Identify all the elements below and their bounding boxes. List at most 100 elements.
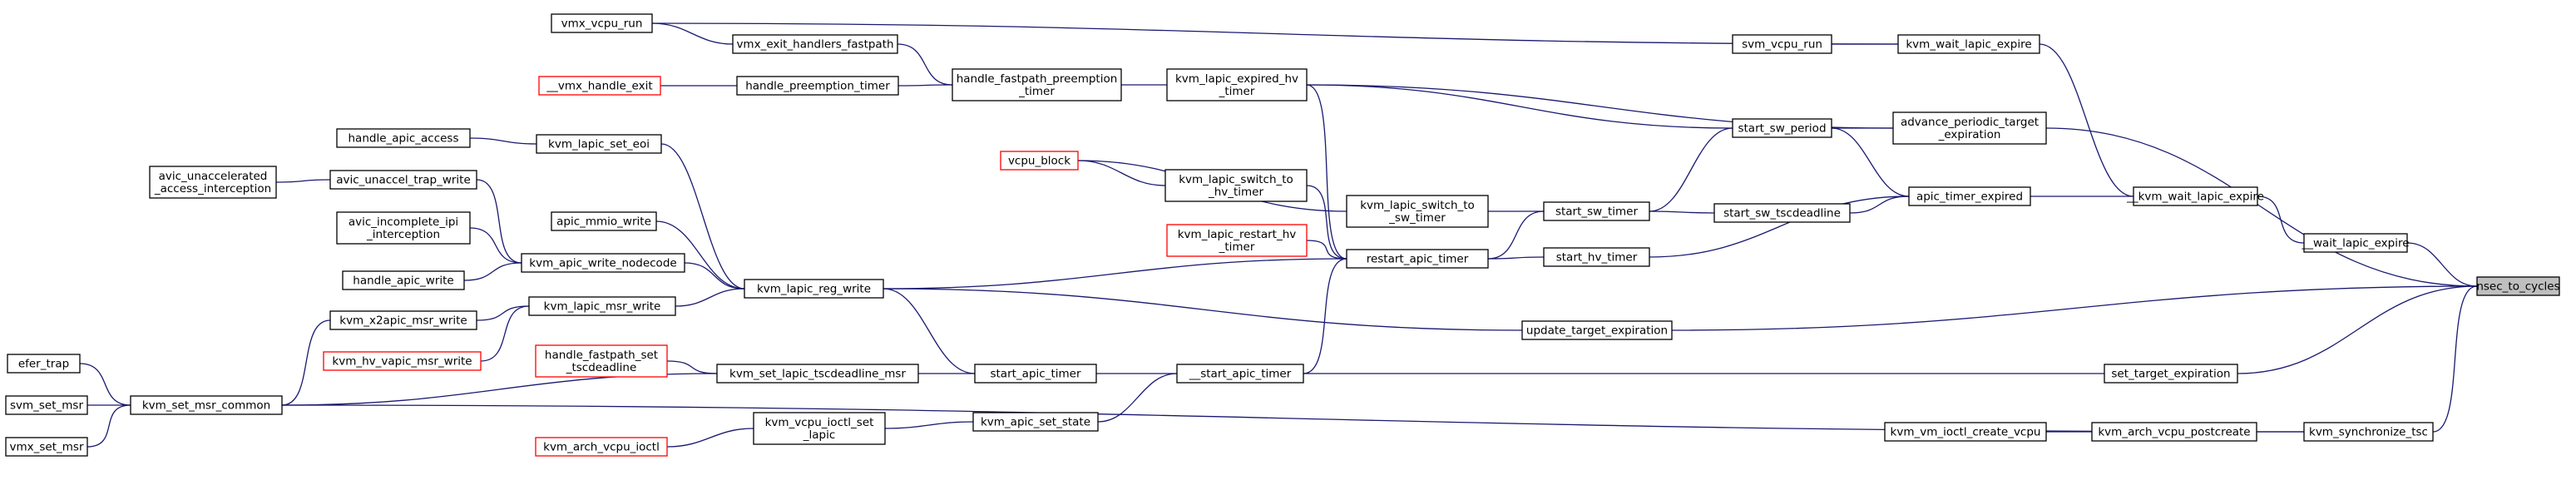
node-svm-vcpu-run[interactable]: svm_vcpu_run xyxy=(1732,34,1832,54)
node-label: _lapic xyxy=(803,428,836,442)
node-box xyxy=(716,364,919,384)
node-start-apic-timer[interactable]: start_apic_timer xyxy=(974,364,1097,384)
node-update-target-expiration[interactable]: update_target_expiration xyxy=(1521,320,1673,340)
node-vcpu-block[interactable]: vcpu_block xyxy=(1000,151,1079,171)
node-vmx-exit-handlers-fastpath[interactable]: vmx_exit_handlers_fastpath xyxy=(732,34,898,54)
node-label: start_sw_tscdeadline xyxy=(1723,207,1841,220)
node-avic-incomplete-ipi-interception[interactable]: avic_incomplete_ipi_interception xyxy=(336,211,471,245)
node-kvm-lapic-reg-write[interactable]: kvm_lapic_reg_write xyxy=(744,279,884,299)
node-kvm-lapic-set-eoi[interactable]: kvm_lapic_set_eoi xyxy=(536,134,662,154)
edge-restart-apic-timer-to-start-sw-timer xyxy=(1479,210,1545,263)
node-box xyxy=(753,412,886,445)
node-label: kvm_lapic_switch_to xyxy=(1360,199,1475,212)
node-box xyxy=(2104,364,2238,384)
node-label: avic_unaccelerated xyxy=(159,170,268,183)
node-kvm-x2apic-msr-write[interactable]: kvm_x2apic_msr_write xyxy=(329,310,477,330)
node-start-sw-timer[interactable]: start_sw_timer xyxy=(1543,201,1650,221)
node-advance-periodic-target-expiration[interactable]: advance_periodic_target_expiration xyxy=(1892,111,2047,145)
node-kvm-lapic-switch-to-sw-timer[interactable]: kvm_lapic_switch_to_sw_timer xyxy=(1346,195,1489,228)
node-set-target-expiration[interactable]: set_target_expiration xyxy=(2104,364,2238,384)
node-apic-timer-expired[interactable]: apic_timer_expired xyxy=(1908,186,2031,206)
node-label: kvm_wait_lapic_expire xyxy=(1906,38,2031,52)
edge-kvm-lapic-expired-hv-timer-to-start-sw-period xyxy=(1298,81,1733,129)
node-kvm-hv-vapic-msr-write[interactable]: kvm_hv_vapic_msr_write xyxy=(323,351,482,371)
edge-line xyxy=(651,22,1899,45)
edge-kvm-lapic-msr-write-to-kvm-lapic-reg-write xyxy=(666,288,745,310)
node-vmx-vcpu-run[interactable]: vmx_vcpu_run xyxy=(551,13,653,33)
node-kvm-wait-lapic-expire[interactable]: kvm_wait_lapic_expire xyxy=(1897,34,2040,54)
edge-line xyxy=(660,143,745,290)
edge-restart-apic-timer-to-start-hv-timer xyxy=(1479,255,1545,263)
node-handle-fastpath-set-tscdeadline[interactable]: handle_fastpath_set_tscdeadline xyxy=(535,344,668,378)
edge-line xyxy=(884,421,974,429)
node-label: _interception xyxy=(366,228,440,241)
node-kvm-lapic-restart-hv-timer[interactable]: kvm_lapic_restart_hv_timer xyxy=(1166,224,1308,257)
node-kvm-apic-set-state[interactable]: kvm_apic_set_state xyxy=(972,412,1099,432)
node-start-hv-timer[interactable]: start_hv_timer xyxy=(1543,247,1650,267)
node-handle-apic-write[interactable]: handle_apic_write xyxy=(342,270,465,290)
function-nodes: nsec_to_cycles__wait_lapic_expire__kvm_w… xyxy=(5,13,2560,457)
node-start-apic-timer[interactable]: __start_apic_timer xyxy=(1176,364,1304,384)
node-start-sw-tscdeadline[interactable]: start_sw_tscdeadline xyxy=(1713,203,1851,223)
node-box xyxy=(551,211,657,231)
edge-vcpu-block-to-kvm-lapic-switch-to-hv-timer xyxy=(1069,156,1166,186)
node-vmx-set-msr[interactable]: vmx_set_msr xyxy=(5,437,88,457)
edge-line xyxy=(883,288,1523,331)
edge-start-sw-timer-to-start-sw-period xyxy=(1640,127,1733,215)
node-label: avic_incomplete_ipi xyxy=(349,215,458,229)
node-label: handle_apic_write xyxy=(353,275,453,288)
node-box xyxy=(1908,186,2031,206)
node-handle-preemption-timer[interactable]: handle_preemption_timer xyxy=(736,76,899,96)
node-start-sw-period[interactable]: start_sw_period xyxy=(1732,118,1832,138)
node-kvm-arch-vcpu-ioctl[interactable]: kvm_arch_vcpu_ioctl xyxy=(535,437,668,457)
node-label: vmx_exit_handlers_fastpath xyxy=(736,38,893,52)
edge-start-sw-timer-to-start-sw-tscdeadline xyxy=(1640,207,1715,215)
node-label: kvm_lapic_msr_write xyxy=(544,300,661,314)
node-kvm-wait-lapic-expire[interactable]: __kvm_wait_lapic_expire xyxy=(2126,186,2264,206)
edge-line xyxy=(281,373,718,406)
node-label: handle_apic_access xyxy=(348,132,458,146)
node-box xyxy=(972,412,1099,432)
node-restart-apic-timer[interactable]: restart_apic_timer xyxy=(1346,249,1489,269)
node-box xyxy=(1164,169,1308,202)
node-label: kvm_apic_set_state xyxy=(981,416,1090,429)
node-kvm-lapic-expired-hv-timer[interactable]: kvm_lapic_expired_hv_timer xyxy=(1166,68,1308,101)
node-label: advance_periodic_target xyxy=(1901,116,2039,129)
node-box xyxy=(744,279,884,299)
node-kvm-vm-ioctl-create-vcpu[interactable]: kvm_vm_ioctl_create_vcpu xyxy=(1884,422,2047,442)
node-svm-set-msr[interactable]: svm_set_msr xyxy=(5,395,88,415)
node-box xyxy=(2091,422,2257,442)
edge-line xyxy=(1097,373,1178,423)
node-label: kvm_hv_vapic_msr_write xyxy=(332,355,472,369)
node-handle-fastpath-preemption-timer[interactable]: handle_fastpath_preemption_timer xyxy=(952,68,1122,101)
edge-kvm-set-msr-common-to-kvm-x2apic-msr-write xyxy=(273,319,331,409)
node-label: start_hv_timer xyxy=(1556,251,1638,265)
node-label: _expiration xyxy=(1938,128,2001,141)
node-apic-mmio-write[interactable]: apic_mmio_write xyxy=(551,211,657,231)
node-vmx-handle-exit[interactable]: __vmx_handle_exit xyxy=(538,76,661,96)
node-box xyxy=(1176,364,1304,384)
node-label: apic_mmio_write xyxy=(556,215,651,229)
edge-avic-unaccelerated-access-interception-to-avic-unaccel-trap-write xyxy=(267,178,331,186)
edge-line xyxy=(1306,240,1347,260)
node-kvm-apic-write-nodecode[interactable]: kvm_apic_write_nodecode xyxy=(521,253,685,273)
node-kvm-arch-vcpu-postcreate[interactable]: kvm_arch_vcpu_postcreate xyxy=(2091,422,2257,442)
node-box xyxy=(736,76,899,96)
node-avic-unaccelerated-access-interception[interactable]: avic_unaccelerated_access_interception xyxy=(149,166,277,199)
node-kvm-synchronize-tsc[interactable]: kvm_synchronize_tsc xyxy=(2303,422,2434,442)
node-box xyxy=(1892,111,2047,145)
node-kvm-set-msr-common[interactable]: kvm_set_msr_common xyxy=(130,395,283,415)
edge-line xyxy=(2237,285,2478,374)
node-handle-apic-access[interactable]: handle_apic_access xyxy=(336,128,471,148)
node-wait-lapic-expire[interactable]: __wait_lapic_expire xyxy=(2301,233,2410,253)
edge-line xyxy=(87,404,131,448)
node-kvm-lapic-switch-to-hv-timer[interactable]: kvm_lapic_switch_to_hv_timer xyxy=(1164,169,1308,202)
edge-kvm-lapic-switch-to-sw-timer-to-start-sw-timer xyxy=(1479,207,1544,215)
node-kvm-set-lapic-tscdeadline-msr[interactable]: kvm_set_lapic_tscdeadline_msr xyxy=(716,364,919,384)
node-avic-unaccel-trap-write[interactable]: avic_unaccel_trap_write xyxy=(329,170,477,190)
node-kvm-lapic-msr-write[interactable]: kvm_lapic_msr_write xyxy=(528,296,676,316)
edge-line xyxy=(1849,196,1910,214)
node-efer-trap[interactable]: efer_trap xyxy=(7,354,81,374)
node-box xyxy=(1713,203,1851,223)
node-kvm-vcpu-ioctl-set-lapic[interactable]: kvm_vcpu_ioctl_set_lapic xyxy=(753,412,886,445)
